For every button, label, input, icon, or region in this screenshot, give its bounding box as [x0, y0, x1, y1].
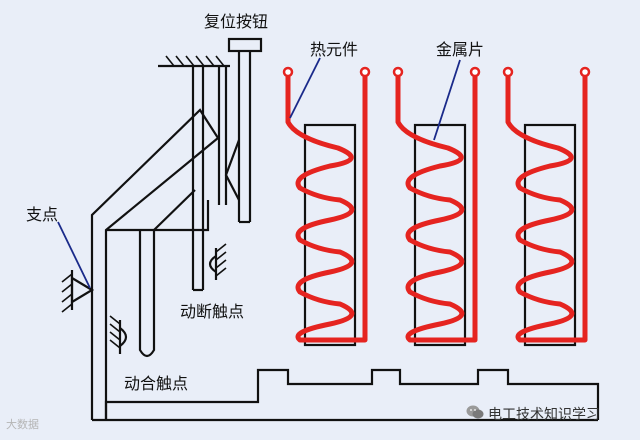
terminal [282, 66, 294, 78]
wechat-icon [466, 405, 484, 419]
leader-metal-strip [433, 59, 461, 141]
reset-cam [224, 139, 241, 201]
heating-element-label: 热元件 [310, 40, 359, 59]
moving-contact-arm [138, 230, 156, 358]
lever [90, 108, 220, 420]
heating-coil-2 [395, 71, 478, 343]
heating-coil-3 [505, 71, 588, 343]
make-contact-label: 动合触点 [124, 374, 189, 393]
terminal [579, 66, 591, 78]
break-contact-label: 动断触点 [180, 302, 245, 321]
leader-pivot [57, 221, 91, 289]
reset-button-label: 复位按钮 [204, 12, 269, 31]
break-contact-curve [208, 255, 217, 273]
push-bar [104, 368, 600, 420]
pivot-label: 支点 [26, 205, 59, 224]
heating-coil-1 [285, 71, 368, 343]
watermark-right: 电工技术知识学习 [488, 407, 600, 423]
metal-strip-label: 金属片 [436, 40, 485, 59]
pivot-triangle [70, 276, 95, 304]
terminal [392, 66, 404, 78]
terminal [469, 66, 481, 78]
make-contact-curve [119, 327, 128, 347]
reset-button-cap [227, 37, 263, 53]
pivot-hatch [61, 273, 73, 313]
make-contact-hatch [109, 315, 121, 349]
terminal [502, 66, 514, 78]
watermark-left: 大数据 [6, 418, 39, 431]
metal-strip-1 [303, 123, 357, 347]
top-mount-hatch [165, 55, 225, 67]
leader-heating-element [289, 57, 321, 119]
terminal [359, 66, 371, 78]
moving-contact-arm [153, 189, 196, 231]
break-contact-hatch [215, 243, 227, 277]
metal-strip-2 [413, 123, 467, 347]
metal-strip-3 [523, 123, 577, 347]
